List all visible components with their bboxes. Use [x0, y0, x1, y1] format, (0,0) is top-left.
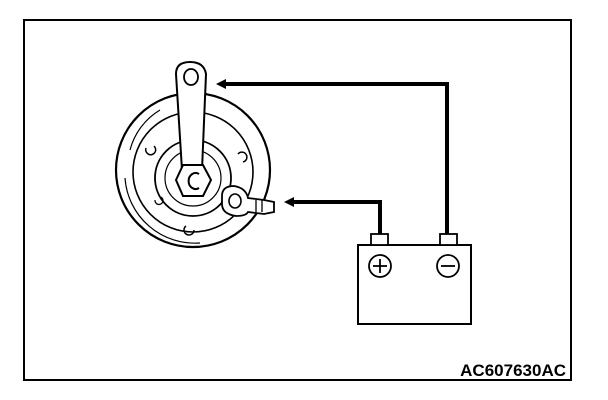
hex-nut [174, 164, 213, 197]
battery-negative-post [439, 233, 458, 246]
positive-lead [284, 197, 382, 236]
battery-positive-post [370, 233, 389, 246]
battery-body [357, 244, 472, 325]
negative-lead [216, 79, 449, 236]
battery [357, 233, 472, 325]
test-leads [216, 79, 449, 236]
mount-hole [237, 151, 248, 163]
figure-frame [23, 19, 572, 381]
figure-id-label: AC607630AC [460, 361, 566, 380]
bracket-hole [183, 68, 199, 86]
mount-hole [144, 145, 157, 156]
plus-icon [368, 254, 392, 278]
minus-icon [436, 254, 460, 278]
horn-icon [114, 60, 275, 249]
horn-bracket [174, 60, 208, 171]
mount-hole [183, 225, 195, 236]
